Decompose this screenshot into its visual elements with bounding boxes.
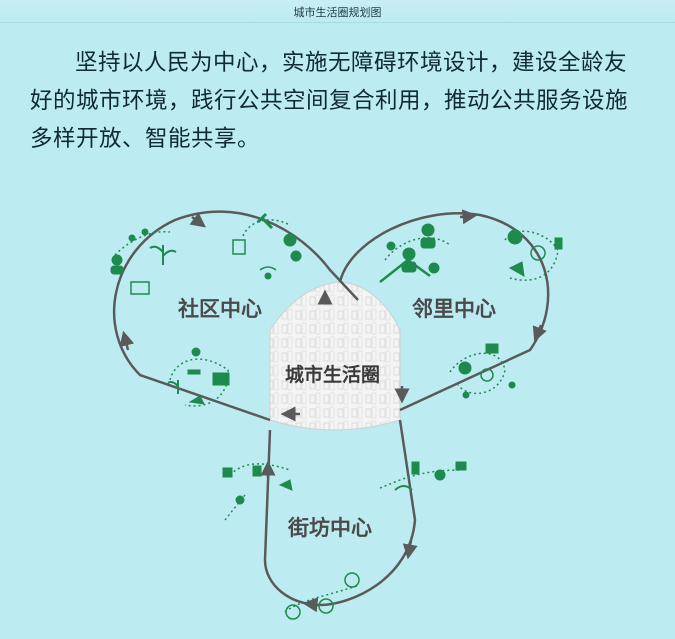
center-label: 城市生活圈 [285,363,380,386]
flag-icon-2 [252,465,262,477]
community-loop-path [112,210,359,422]
street-arrow-right [402,539,418,560]
person-icon-k [344,572,360,588]
person-icon-c [421,223,435,237]
person-icon-d [428,262,440,274]
lightbulb-icon-2 [508,381,516,389]
page-caption: 城市生活圈规划图 [293,6,382,19]
waves-icon [187,369,201,375]
bike-icon [278,479,293,491]
sun-icon [191,347,201,357]
bird-icon [434,469,446,481]
intro-paragraph: 坚持以人民为中心，实施无障碍环境设计，建设全龄友好的城市环境，践行公共空间复合利… [30,50,629,152]
person-icon [111,254,123,266]
neighborhood-top-icon-cluster [379,223,563,283]
leaf-icon [394,485,413,491]
flag-icon [508,261,525,277]
route-line [379,258,431,283]
signal-icon [264,272,272,280]
lobe-label-street: 街坊中心 [287,516,372,540]
person-icon-b [402,247,416,261]
street-left-icon-cluster [222,463,293,521]
person-icon-i [285,604,301,620]
community-arrow-left [119,330,135,351]
lobe-label-community: 社区中心 [177,297,262,321]
satellite-icon [256,212,274,230]
camera-icon [455,461,467,471]
person-icon-e [530,245,546,261]
street-loop-path [263,419,417,607]
person-icon-g [480,368,494,382]
neighborhood-arrow-right [532,324,547,342]
street-bottom-icon-cluster [284,572,361,620]
street-right-icon-cluster [379,461,467,491]
chart-icon [130,281,150,295]
gear-icon [128,234,136,242]
lobe-label-neighborhood: 邻里中心 [412,297,496,321]
building-icon [212,372,230,386]
person-icon-f [458,361,472,375]
neighborhood-arrow-top [459,209,478,225]
lighthouse-icon [411,461,420,475]
info-icon [222,467,233,478]
document-icon [232,239,246,255]
tree-icon [507,229,523,245]
neighborhood-bottom-icon-cluster [449,343,516,399]
node-icon [235,495,245,505]
neighborhood-loop-path [338,212,550,412]
lightbulb-icon [141,228,149,236]
community-top-icon-cluster [110,212,302,295]
chat-icon [485,343,499,354]
flower-icon [283,233,297,247]
plant-icon-2 [167,380,179,394]
person-icon-a [386,241,396,251]
street-arrow-bottom [302,597,321,613]
plant-icon [149,245,177,265]
center-city-shape [269,281,401,431]
person-icon-h [462,391,470,399]
dove-icon [188,395,205,405]
community-arrow-top [189,212,206,228]
header-bar [0,0,675,23]
flower-icon-2 [290,250,302,262]
person-icon-j [318,598,334,614]
phone-icon [554,237,563,250]
community-bottom-icon-cluster [167,347,230,407]
